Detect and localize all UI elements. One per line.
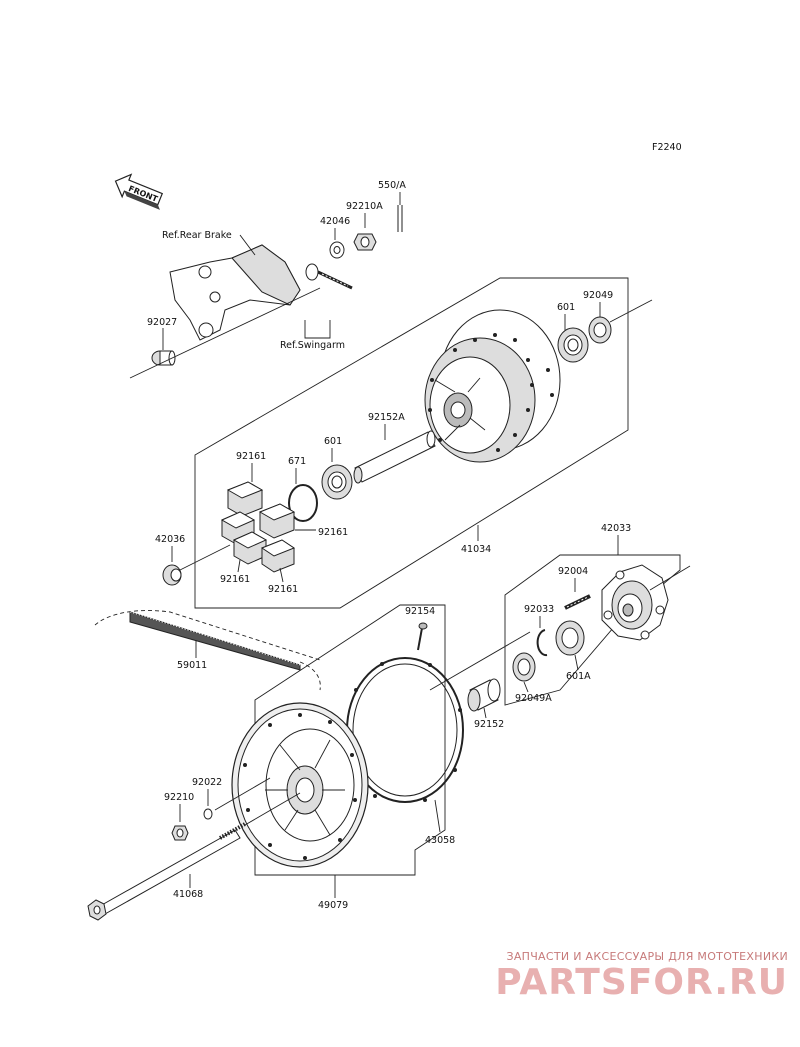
seal-92049a [512, 652, 536, 682]
bolt-92154 [417, 622, 428, 651]
label-92210: 92210 [164, 792, 194, 803]
collar-42036 [162, 564, 182, 586]
collar-92152 [467, 678, 501, 712]
washer-42046 [329, 241, 345, 259]
label-41068: 41068 [173, 889, 203, 900]
label-92154: 92154 [405, 606, 435, 617]
label-92027: 92027 [147, 317, 177, 328]
ref-rear-brake: Ref.Rear Brake [162, 230, 232, 241]
bearing-601a [555, 620, 585, 656]
diagram-code: F2240 [652, 142, 682, 153]
label-42046: 42046 [320, 216, 350, 227]
label-92049: 92049 [583, 290, 613, 301]
leader-601a [574, 654, 579, 671]
axle-line-top [129, 287, 321, 379]
leader-43058 [434, 799, 441, 833]
axis-lower-left [214, 777, 271, 811]
label-92004: 92004 [558, 566, 588, 577]
seal-92049 [588, 316, 612, 344]
label-92152: 92152 [474, 719, 504, 730]
axis-right-mid [649, 565, 691, 591]
ref-swingarm: Ref.Swingarm [280, 340, 345, 351]
ref-swingarm-bracket [304, 320, 331, 339]
axis-right-top [609, 299, 653, 323]
label-92161-bl: 92161 [220, 574, 250, 585]
label-41034: 41034 [461, 544, 491, 555]
collar-92152a [353, 430, 436, 484]
leader-rear-brake [239, 234, 256, 256]
label-92049a: 92049A [515, 693, 552, 704]
o-ring-671 [288, 484, 318, 522]
front-arrow-icon: FRONT [114, 173, 164, 210]
label-42033: 42033 [601, 523, 631, 534]
label-59011: 59011 [177, 660, 207, 671]
label-671: 671 [288, 456, 306, 467]
label-601-mid: 601 [324, 436, 342, 447]
label-92022: 92022 [192, 777, 222, 788]
axle-41068 [87, 822, 246, 921]
axis-axle [244, 792, 301, 826]
rear-sprocket-49079 [231, 702, 369, 868]
hub-group-box [194, 277, 629, 609]
bearing-601-top [557, 327, 589, 363]
rear-hub-41034 [424, 309, 561, 463]
adjuster-bolt [305, 263, 353, 290]
label-92161-right: 92161 [318, 527, 348, 538]
label-601-top: 601 [557, 302, 575, 313]
label-92161-top: 92161 [236, 451, 266, 462]
axis-left-mid [179, 544, 231, 571]
nut-92210 [171, 825, 189, 841]
leader-92161-br [279, 567, 284, 583]
label-49079: 49079 [318, 900, 348, 911]
label-43058: 43058 [425, 835, 455, 846]
nut-92210a [353, 233, 377, 251]
label-550a: 550/A [378, 180, 406, 191]
bearing-601-mid [321, 464, 353, 500]
watermark-subtitle: ЗАПЧАСТИ И АКСЕССУАРЫ ДЛЯ МОТОТЕХНИКИ [506, 950, 788, 963]
leader-92049a [523, 681, 529, 693]
label-92033: 92033 [524, 604, 554, 615]
sprocket-hub-42033 [601, 564, 669, 641]
label-92152a: 92152A [368, 412, 405, 423]
collar-92027 [151, 350, 176, 366]
circlip-92033 [536, 629, 548, 657]
brake-bracket [169, 244, 301, 341]
label-601a: 601A [566, 671, 591, 682]
washer-92022 [203, 808, 213, 820]
cotter-pin-550a [397, 205, 403, 232]
watermark-logo: PARTSFOR.RU [495, 962, 788, 1003]
leader-92152 [483, 707, 487, 719]
label-92161-br: 92161 [268, 584, 298, 595]
leader-92161-bl [237, 559, 241, 573]
label-42036: 42036 [155, 534, 185, 545]
label-92210a: 92210A [346, 201, 383, 212]
drive-belt-59011 [94, 610, 321, 691]
damper-rubbers-92161 [220, 481, 296, 573]
